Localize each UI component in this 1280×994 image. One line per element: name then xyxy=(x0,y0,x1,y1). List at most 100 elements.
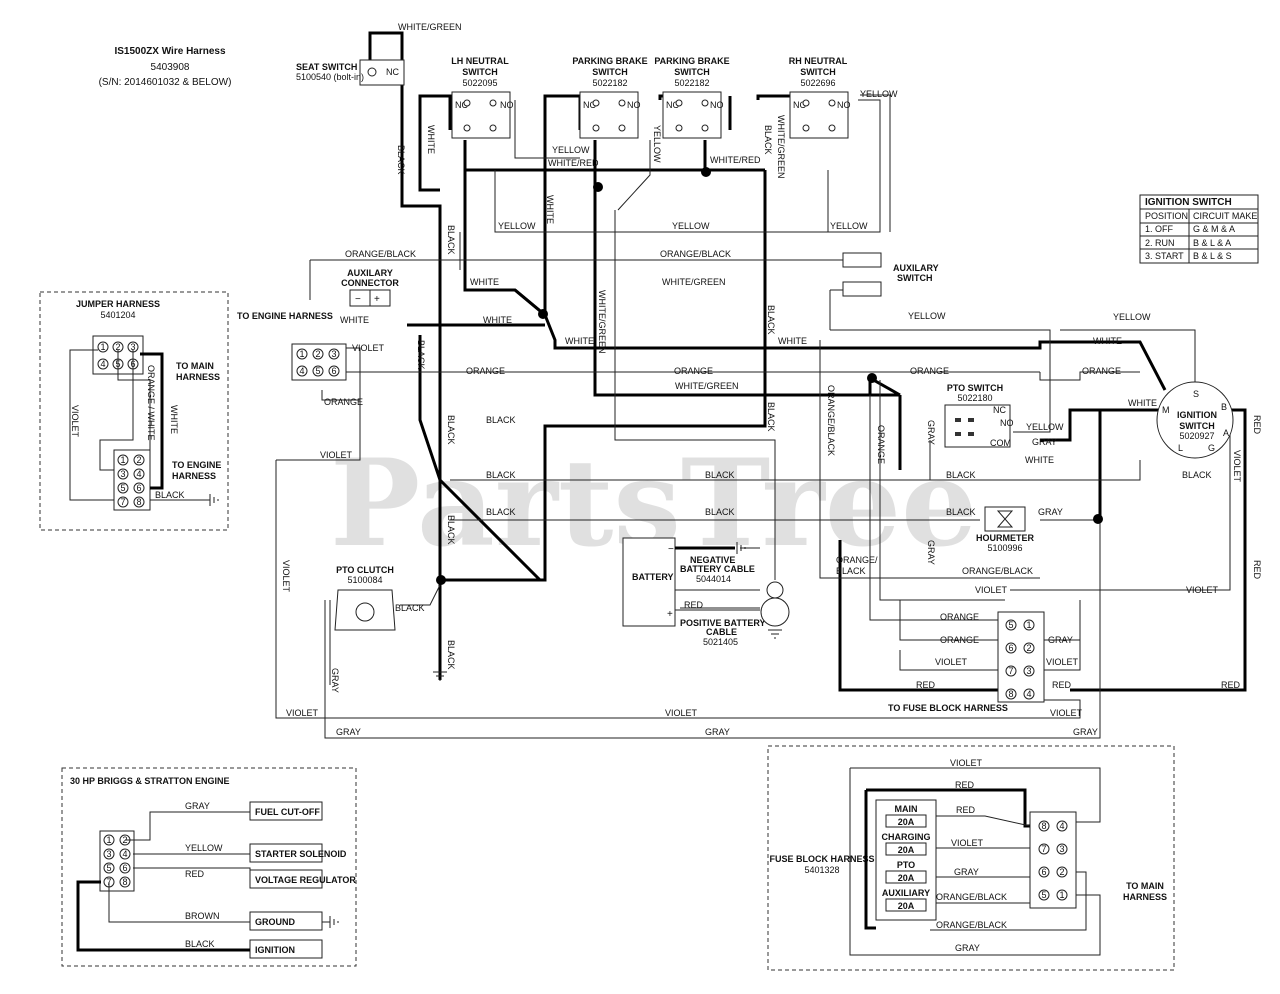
connector-pin xyxy=(296,365,308,377)
seat-switch-part: 5100540 (bolt-in) xyxy=(296,72,364,82)
wire-label: RED xyxy=(1221,680,1241,690)
wire-label: WHITE/GREEN xyxy=(398,22,462,32)
connector-pin xyxy=(117,454,129,466)
hourmeter-part: 5100996 xyxy=(987,543,1022,553)
pto-com: COM xyxy=(990,438,1011,448)
connector-pin xyxy=(1005,642,1017,654)
ign-g: G xyxy=(1208,443,1215,453)
wire-label: WHITE xyxy=(340,315,369,325)
lh-neutral-no: NO xyxy=(500,100,514,110)
engine-item-label: IGNITION xyxy=(255,945,295,955)
seat-switch-nc: NC xyxy=(386,67,399,77)
ignition-label2: SWITCH xyxy=(1179,421,1215,431)
wire-label: BLACK xyxy=(766,402,776,432)
connector-pin xyxy=(119,862,131,874)
wire-label: VIOLET xyxy=(1050,708,1083,718)
ignition-table-cell: 2. RUN xyxy=(1145,238,1175,248)
connector-pin xyxy=(1056,843,1068,855)
wire-label: ORANGE xyxy=(910,366,949,376)
neg-cable-label: NEGATIVE xyxy=(690,555,735,565)
wire-label: GRAY xyxy=(705,727,730,737)
jumper-wire-label: BLACK xyxy=(155,490,185,500)
connector-pin xyxy=(117,468,129,480)
fuse-rating: 20A xyxy=(898,901,915,911)
wire-label: GRAY xyxy=(330,668,340,693)
ignition-table-header: CIRCUIT MAKE xyxy=(1193,211,1257,221)
connector-pin xyxy=(1056,820,1068,832)
wire-label: YELLOW xyxy=(672,221,710,231)
wire-label: RED xyxy=(916,680,936,690)
pin-number: 8 xyxy=(1008,689,1013,699)
connector-pin xyxy=(97,358,109,370)
parking-brake-switch-2: PARKING BRAKE SWITCH 5022182 NC NO xyxy=(654,56,730,139)
pin-number: 6 xyxy=(331,366,336,376)
engine-item-box xyxy=(249,843,323,863)
engine-wire-label: RED xyxy=(185,869,205,879)
pos-cable-label2: CABLE xyxy=(706,627,737,637)
connector-pin xyxy=(1023,642,1035,654)
pto-clutch-label: PTO CLUTCH xyxy=(336,565,394,575)
wire-label: GRAY xyxy=(926,420,936,445)
pto-switch-label: PTO SWITCH xyxy=(947,383,1003,393)
aux-switch-label2: SWITCH xyxy=(897,273,933,283)
connector-pin xyxy=(103,834,115,846)
connector-pin xyxy=(117,482,129,494)
pin-number: 5 xyxy=(1008,620,1013,630)
page-serial: (S/N: 2014601032 & BELOW) xyxy=(99,77,232,88)
fuse-rating-box xyxy=(885,870,927,884)
pin-number: 1 xyxy=(299,349,304,359)
rh-neutral-switch: RH NEUTRAL SWITCH 5022696 NC NO xyxy=(789,56,851,139)
fuse-rating: 20A xyxy=(898,873,915,883)
thick-wires xyxy=(368,31,1247,692)
wire-label: BLACK xyxy=(1182,470,1212,480)
to-fuse-block-label: TO FUSE BLOCK HARNESS xyxy=(888,703,1008,713)
neg-cable-label2: BATTERY CABLE xyxy=(680,564,755,574)
wire-label: VIOLET xyxy=(1186,585,1219,595)
wire-label: ORANGE xyxy=(940,635,979,645)
jumper-to-engine2: HARNESS xyxy=(172,471,216,481)
pb2-label: PARKING BRAKE xyxy=(654,56,729,66)
pin-number: 6 xyxy=(122,863,127,873)
auxiliary-connector: AUXILARY CONNECTOR − + xyxy=(341,268,399,307)
pto-no: NO xyxy=(1000,418,1014,428)
pin-number: 1 xyxy=(1026,620,1031,630)
ignition-table-header: POSITION xyxy=(1145,211,1188,221)
wire-label: BLACK xyxy=(766,305,776,335)
pto-switch: PTO SWITCH 5022180 NC NO COM xyxy=(944,383,1014,448)
pin-number: 5 xyxy=(1041,890,1046,900)
wire-label: GRAY xyxy=(1038,507,1063,517)
connector-pin xyxy=(1038,820,1050,832)
connector-pin xyxy=(296,348,308,360)
pin-number: 7 xyxy=(120,497,125,507)
lh-neutral-label2: SWITCH xyxy=(462,67,498,77)
connector-pin xyxy=(103,862,115,874)
pin-number: 6 xyxy=(1041,867,1046,877)
wire-label: WHITE xyxy=(426,125,436,154)
pin-number: 4 xyxy=(122,849,127,859)
wire-label: RED xyxy=(1252,560,1262,580)
wire-label: BLACK xyxy=(705,470,735,480)
rh-neutral-label2: SWITCH xyxy=(800,67,836,77)
pin-number: 3 xyxy=(130,342,135,352)
wire-label: RED xyxy=(684,600,704,610)
hourmeter-label: HOURMETER xyxy=(976,533,1034,543)
pin-number: 6 xyxy=(136,483,141,493)
wire-label: ORANGE/BLACK xyxy=(962,566,1033,576)
fuse-to-main2: HARNESS xyxy=(1123,892,1167,902)
connector-pin xyxy=(1005,688,1017,700)
pin-number: 3 xyxy=(106,849,111,859)
engine-wire-label: GRAY xyxy=(185,801,210,811)
wire-label: YELLOW xyxy=(830,221,868,231)
wire-label: RED xyxy=(1052,680,1072,690)
ignition-part: 5020927 xyxy=(1179,431,1214,441)
wire-label: BLACK xyxy=(446,415,456,445)
connector-pin xyxy=(119,876,131,888)
engine-item-label: STARTER SOLENOID xyxy=(255,849,347,859)
pin-number: 4 xyxy=(100,359,105,369)
connector-pin xyxy=(328,348,340,360)
pin-number: 8 xyxy=(122,877,127,887)
wire-label: WHITE/GREEN xyxy=(597,290,607,354)
pb2-label2: SWITCH xyxy=(674,67,710,77)
pin-number: 3 xyxy=(1026,666,1031,676)
jumper-to-engine: TO ENGINE xyxy=(172,460,221,470)
